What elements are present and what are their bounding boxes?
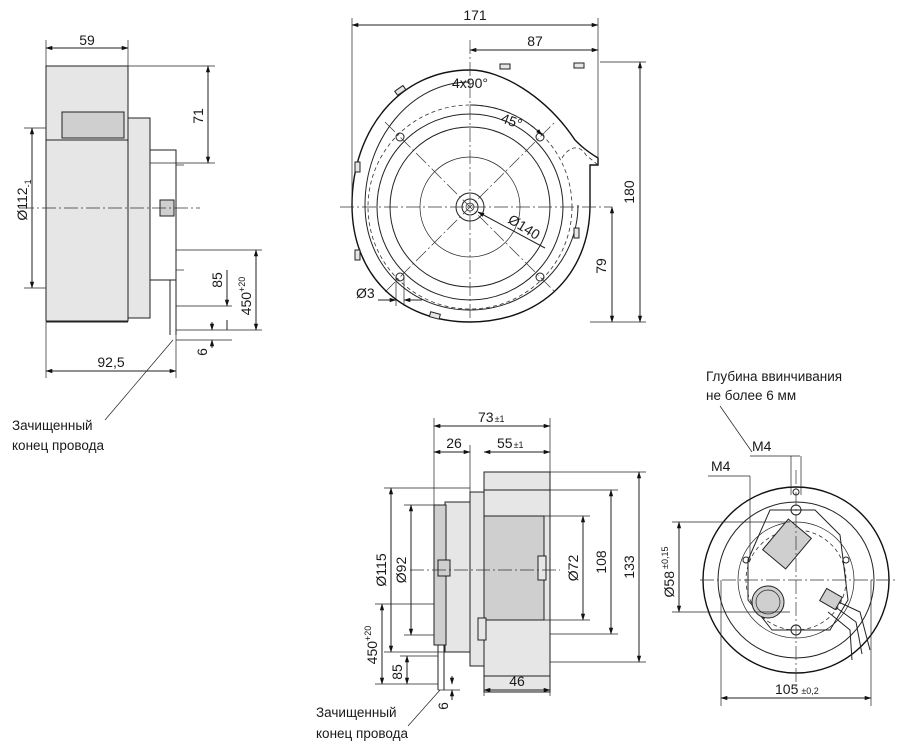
dim-label-3: Ø3 [356, 285, 375, 301]
motor-view: 73±1 26 55±1 Ø115 Ø92 Ø72 108 133 [316, 409, 646, 741]
note-screw-depth-2: не более 6 мм [706, 388, 796, 403]
dim-label-180: 180 [621, 180, 637, 204]
dim-label-87: 87 [527, 33, 543, 49]
dim-label-171: 171 [463, 7, 487, 23]
note-stripped-wire-side-1: Зачищенный [12, 418, 93, 433]
dim-label-55: 55±1 [497, 435, 524, 451]
motor-rotor [483, 515, 545, 621]
dim-label-115: Ø115 [373, 553, 389, 586]
dim-label-46: 46 [509, 673, 525, 689]
dim-label-108: 108 [593, 550, 609, 574]
side-motor-flange [127, 117, 151, 319]
label-m4-lower: M4 [711, 458, 731, 474]
dim-label-26: 26 [446, 435, 462, 451]
dim-label-85-side: 85 [209, 272, 225, 288]
dim-label-6-motor: 6 [435, 702, 451, 710]
front-view: 171 87 4x90° 45° Ø140 180 79 Ø3 [340, 7, 646, 323]
dim-label-112: Ø112-1 [14, 179, 33, 220]
note-screw-depth-1: Глубина ввинчивания [706, 369, 842, 384]
front-scroll-housing [351, 69, 599, 323]
leader-side-wire [104, 339, 174, 421]
dim-label-92: Ø92 [393, 557, 409, 584]
label-4x90: 4x90° [452, 75, 488, 91]
note-stripped-wire-side-2: конец провода [12, 438, 104, 453]
leader-screw-depth [719, 405, 753, 453]
side-view: 59 71 Ø112-1 85 450+20 6 92,5 Зачищенный… [12, 32, 262, 453]
dim-label-58: Ø58±0,15 [660, 547, 677, 598]
note-stripped-wire-motor-1: Зачищенный [316, 705, 397, 720]
dim-label-71: 71 [190, 108, 206, 124]
dim-label-133: 133 [621, 555, 637, 579]
dim-label-450-side: 450+20 [237, 277, 254, 316]
label-45deg: 45° [499, 110, 524, 132]
dim-label-72: Ø72 [565, 555, 581, 582]
dim-label-450-motor: 450+20 [363, 626, 380, 665]
leader-motor-wire [407, 689, 441, 727]
dim-label-59: 59 [79, 32, 95, 48]
label-m4-upper: M4 [752, 438, 772, 454]
dim-label-6-side: 6 [194, 348, 210, 356]
side-housing [45, 65, 129, 322]
dim-label-85-motor: 85 [389, 664, 405, 680]
rear-view: Глубина ввинчивания не более 6 мм M4 M4 … [660, 369, 895, 706]
side-inlet-ring [61, 111, 125, 139]
note-stripped-wire-motor-2: конец провода [316, 726, 408, 741]
dim-label-79: 79 [593, 258, 609, 274]
dim-label-140: Ø140 [505, 211, 543, 243]
rear-capacitor [751, 585, 785, 619]
dim-label-92-5: 92,5 [97, 354, 124, 370]
dim-label-105: 105±0,2 [775, 681, 819, 697]
motor-flange [444, 501, 471, 653]
motor-connector [437, 559, 451, 577]
dim-label-73: 73±1 [478, 409, 505, 425]
rear-label [761, 518, 813, 570]
